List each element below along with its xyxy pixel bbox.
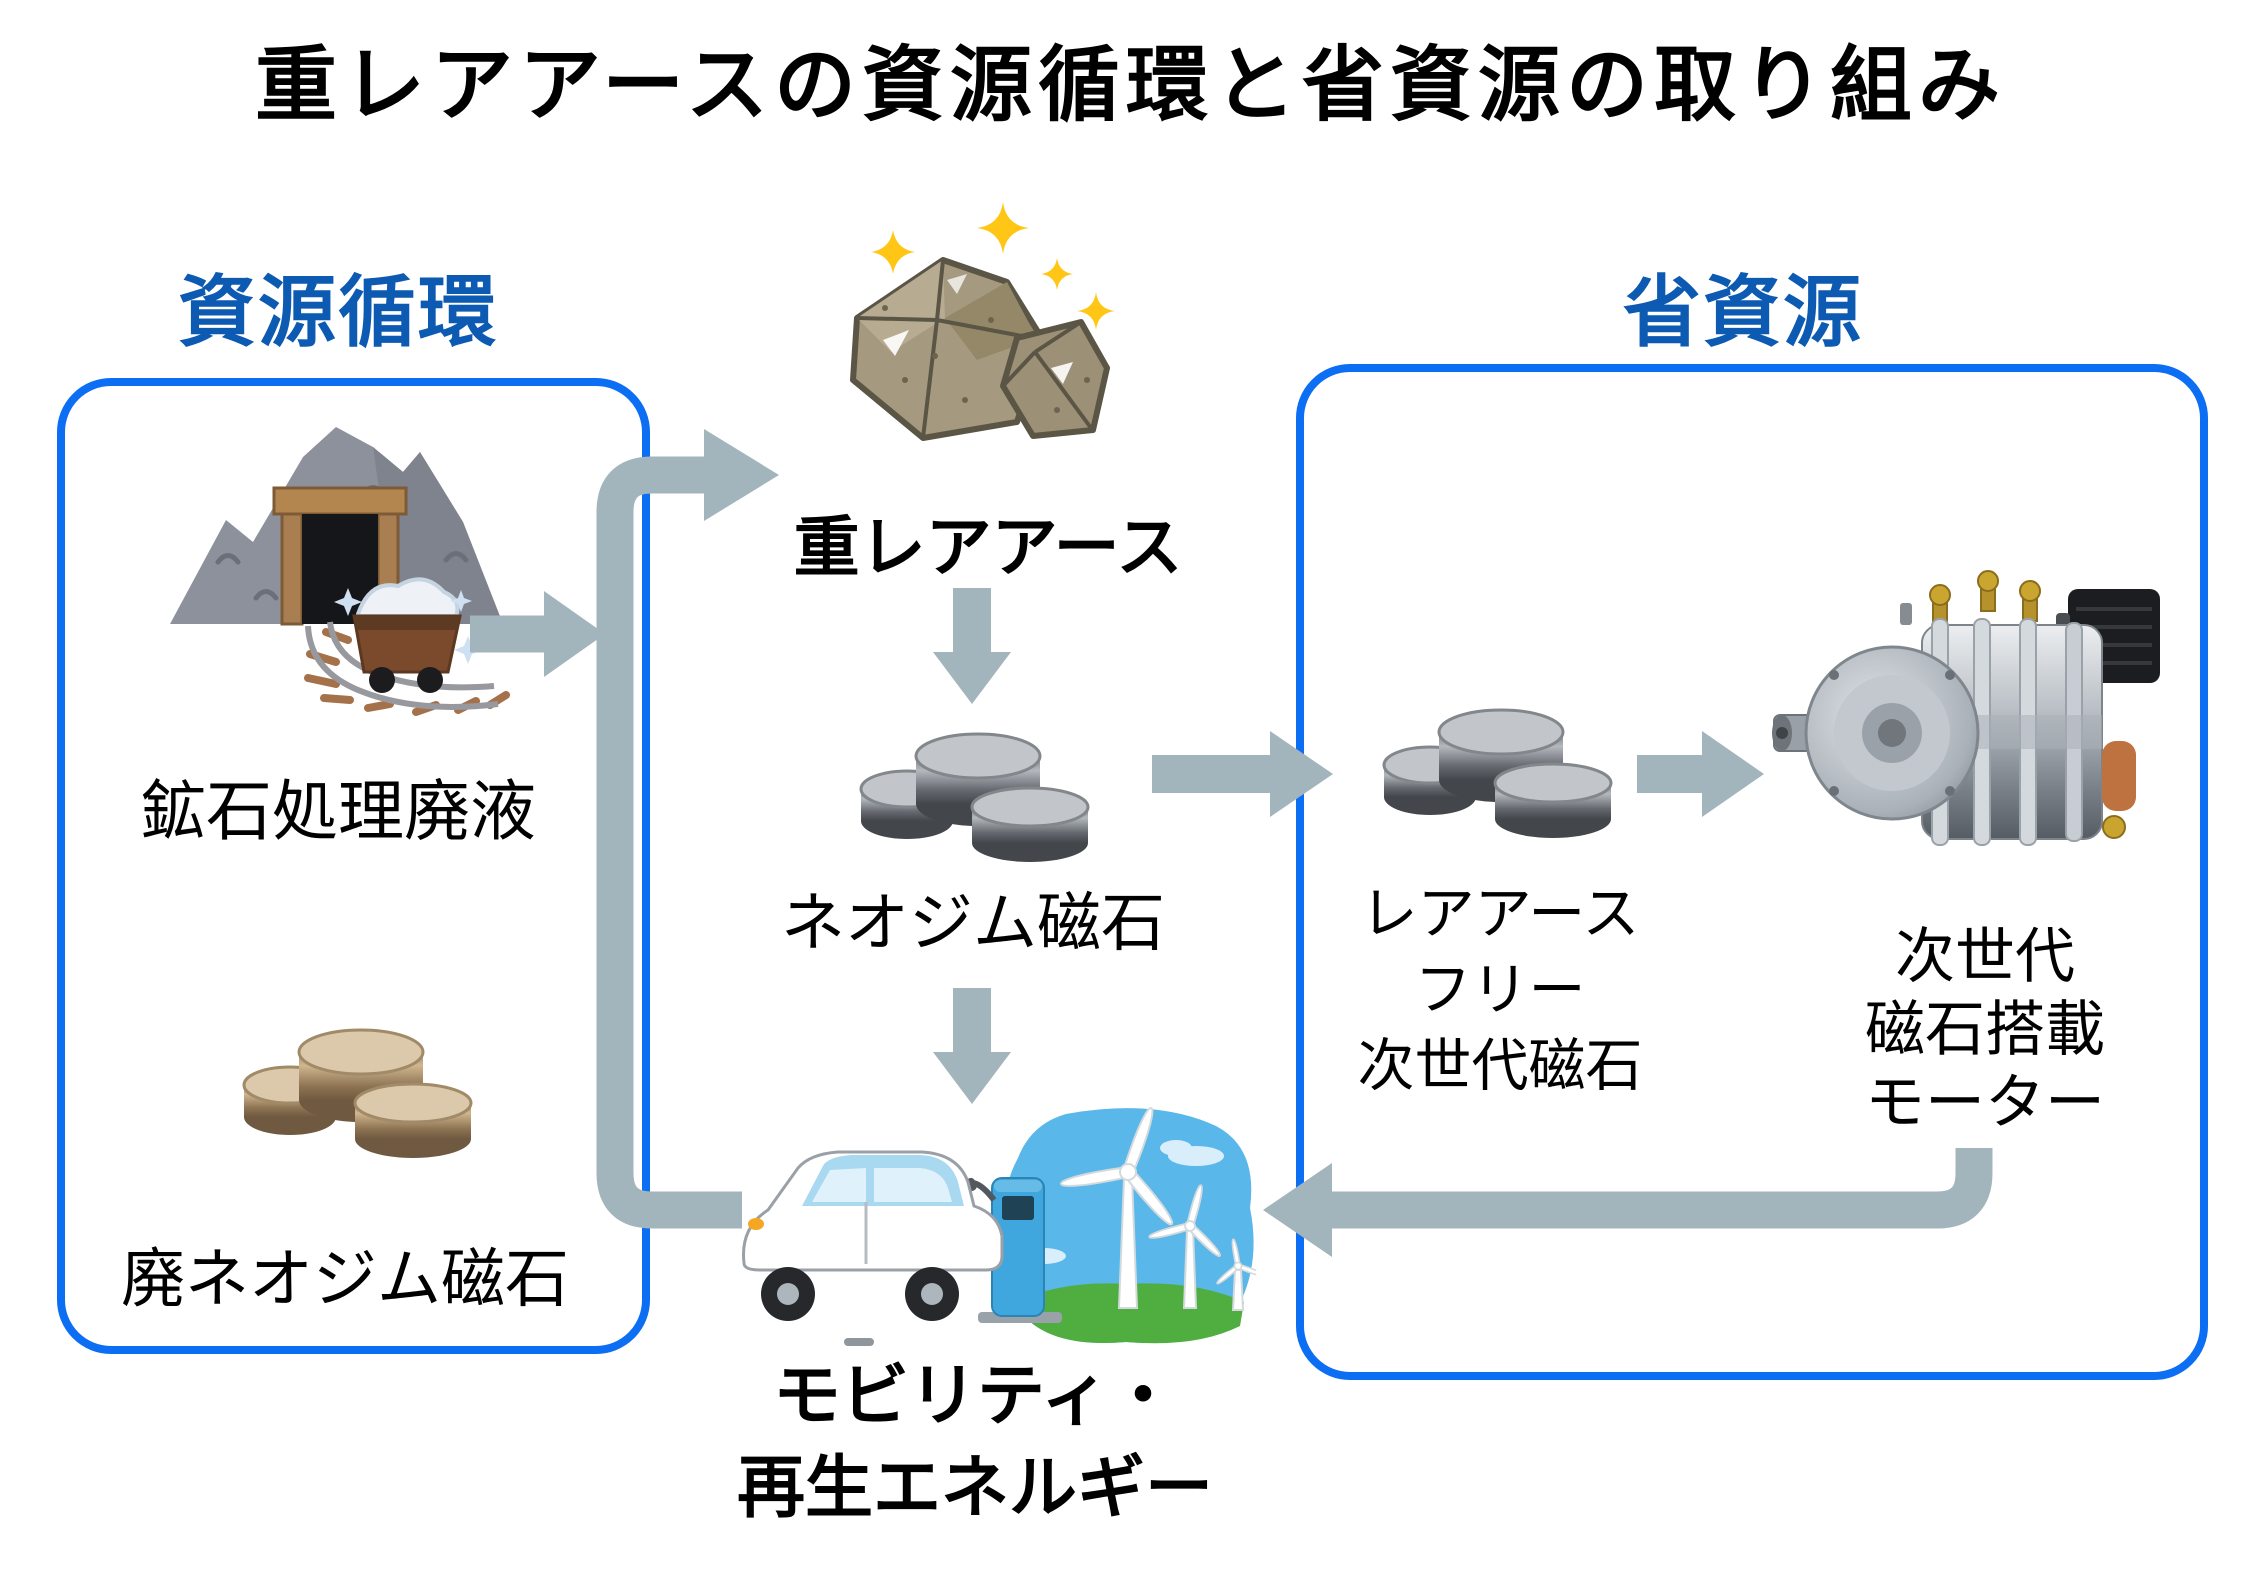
car-shadow-dash <box>844 1338 874 1346</box>
neodymium-magnet-label: ネオジム磁石 <box>781 887 1165 959</box>
mobility-label: モビリティ・ 再生エネルギー <box>715 1350 1235 1534</box>
motor-fittings <box>1900 570 2041 626</box>
rare-earth-free-label-line1: レアアース <box>1360 882 1640 946</box>
heavy-rare-earth-label: 重レアアース <box>793 510 1183 584</box>
charging-station <box>953 1177 1062 1323</box>
mine-portal <box>272 486 408 626</box>
rare-earth-free-label-line2: フリー <box>1414 958 1586 1022</box>
beige-magnet-discs-icon <box>242 1028 473 1158</box>
next-gen-motor-label-line3: モーター <box>1865 1069 2105 1136</box>
wind-turbine-small <box>1216 1238 1256 1311</box>
disc-front-right <box>353 1082 473 1158</box>
disc-front-right <box>970 786 1090 862</box>
ore-rock-icon <box>850 202 1115 441</box>
section-label-saving: 省資源 <box>1623 268 1864 356</box>
rock-small <box>1000 319 1110 439</box>
disc-top-center <box>914 732 1042 826</box>
wind-power-blob <box>1004 1107 1256 1344</box>
rare-earth-free-label-line3: 次世代磁石 <box>1357 1034 1643 1098</box>
saving-box <box>1296 364 2208 1380</box>
motor-end-and-shaft <box>1772 645 1980 821</box>
motor-body <box>1921 618 2136 846</box>
next-gen-motor-label-line2: 磁石搭載 <box>1865 996 2105 1063</box>
ore-cart <box>334 577 482 693</box>
ev-charging-wind-icon <box>742 1107 1256 1346</box>
wind-turbine-medium <box>1148 1184 1221 1309</box>
mine-cart-icon <box>170 427 510 716</box>
mobility-label-line1: モビリティ・ <box>773 1358 1177 1434</box>
ev-car <box>742 1150 1004 1321</box>
waste-magnet-label: 廃ネオジム磁石 <box>121 1243 569 1315</box>
arrow-ore-to-magnet <box>933 588 1011 704</box>
sparkles <box>871 202 1115 330</box>
next-gen-motor-label: 次世代 磁石搭載 モーター <box>1795 920 2175 1139</box>
rare-earth-free-label: レアアース フリー 次世代磁石 <box>1330 876 1670 1104</box>
wind-turbine-large <box>1060 1107 1174 1309</box>
arrow-magnet-to-mobility <box>933 988 1011 1104</box>
section-label-recycle: 資源循環 <box>178 268 499 356</box>
next-gen-motor-label-line1: 次世代 <box>1895 923 2075 990</box>
disc-front-right <box>1493 762 1613 838</box>
silver-magnet-discs-icon <box>859 732 1090 862</box>
page-title: 重レアアースの資源循環と省資源の取り組み <box>255 40 2006 131</box>
mobility-label-line2: 再生エネルギー <box>736 1450 1213 1526</box>
mine-label: 鉱石処理廃液 <box>140 774 536 848</box>
silver-magnet-discs-icon <box>1382 708 1613 838</box>
motor-photo-icon <box>1772 570 2160 846</box>
